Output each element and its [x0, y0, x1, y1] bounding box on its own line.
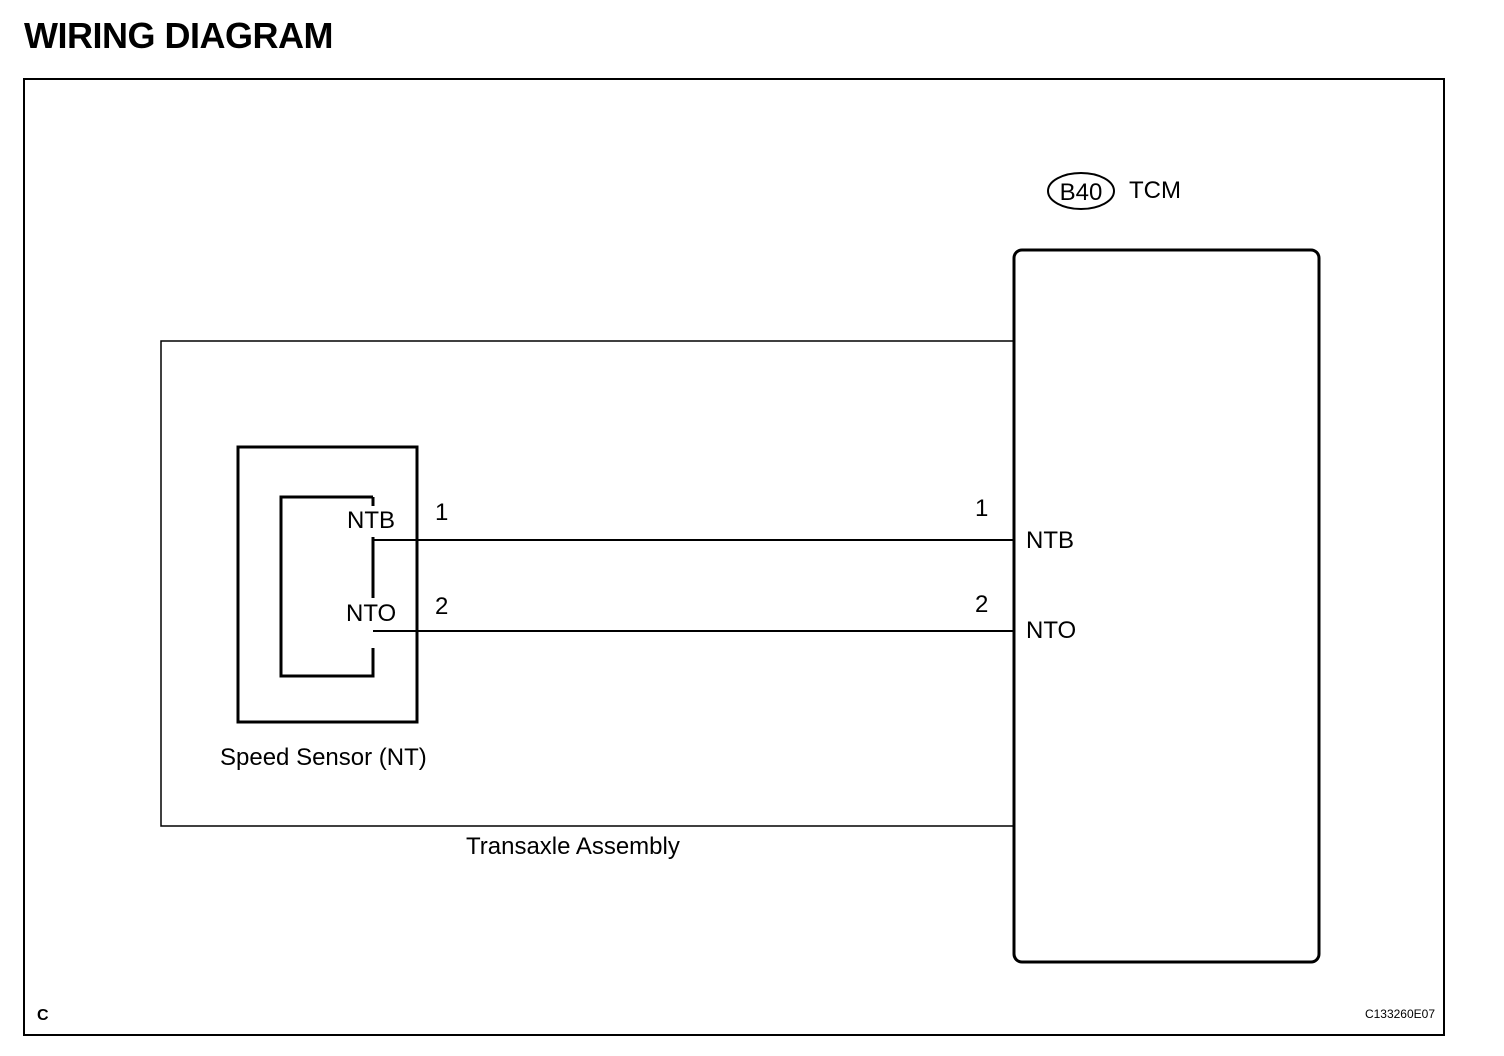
- transaxle-assembly-label: Transaxle Assembly: [466, 833, 680, 860]
- speed-sensor-label: Speed Sensor (NT): [220, 744, 427, 771]
- sensor-coil: [279, 495, 375, 678]
- tcm-label: TCM: [1129, 177, 1181, 204]
- transaxle-assembly-boundary: [160, 340, 1014, 827]
- tcm-box: [1012, 248, 1321, 964]
- figure-code: C133260E07: [1365, 1007, 1435, 1021]
- sensor-pin-2: 2: [435, 593, 448, 620]
- page-title: WIRING DIAGRAM: [24, 15, 333, 56]
- speed-sensor-box: [236, 445, 419, 724]
- tcm-pin-1: 1: [975, 495, 988, 522]
- tcm-terminal-nto: NTO: [1026, 617, 1076, 644]
- corner-letter: C: [37, 1007, 49, 1024]
- tcm-pin-2: 2: [975, 591, 988, 618]
- sensor-terminal-ntb: NTB: [347, 507, 395, 534]
- sensor-terminal-nto: NTO: [346, 600, 396, 627]
- tcm-terminal-ntb: NTB: [1026, 527, 1074, 554]
- sensor-pin-1: 1: [435, 499, 448, 526]
- diagram-frame: [23, 78, 1445, 1036]
- connector-b40-label: B40: [1060, 179, 1103, 206]
- connector-b40-oval: [1047, 172, 1115, 210]
